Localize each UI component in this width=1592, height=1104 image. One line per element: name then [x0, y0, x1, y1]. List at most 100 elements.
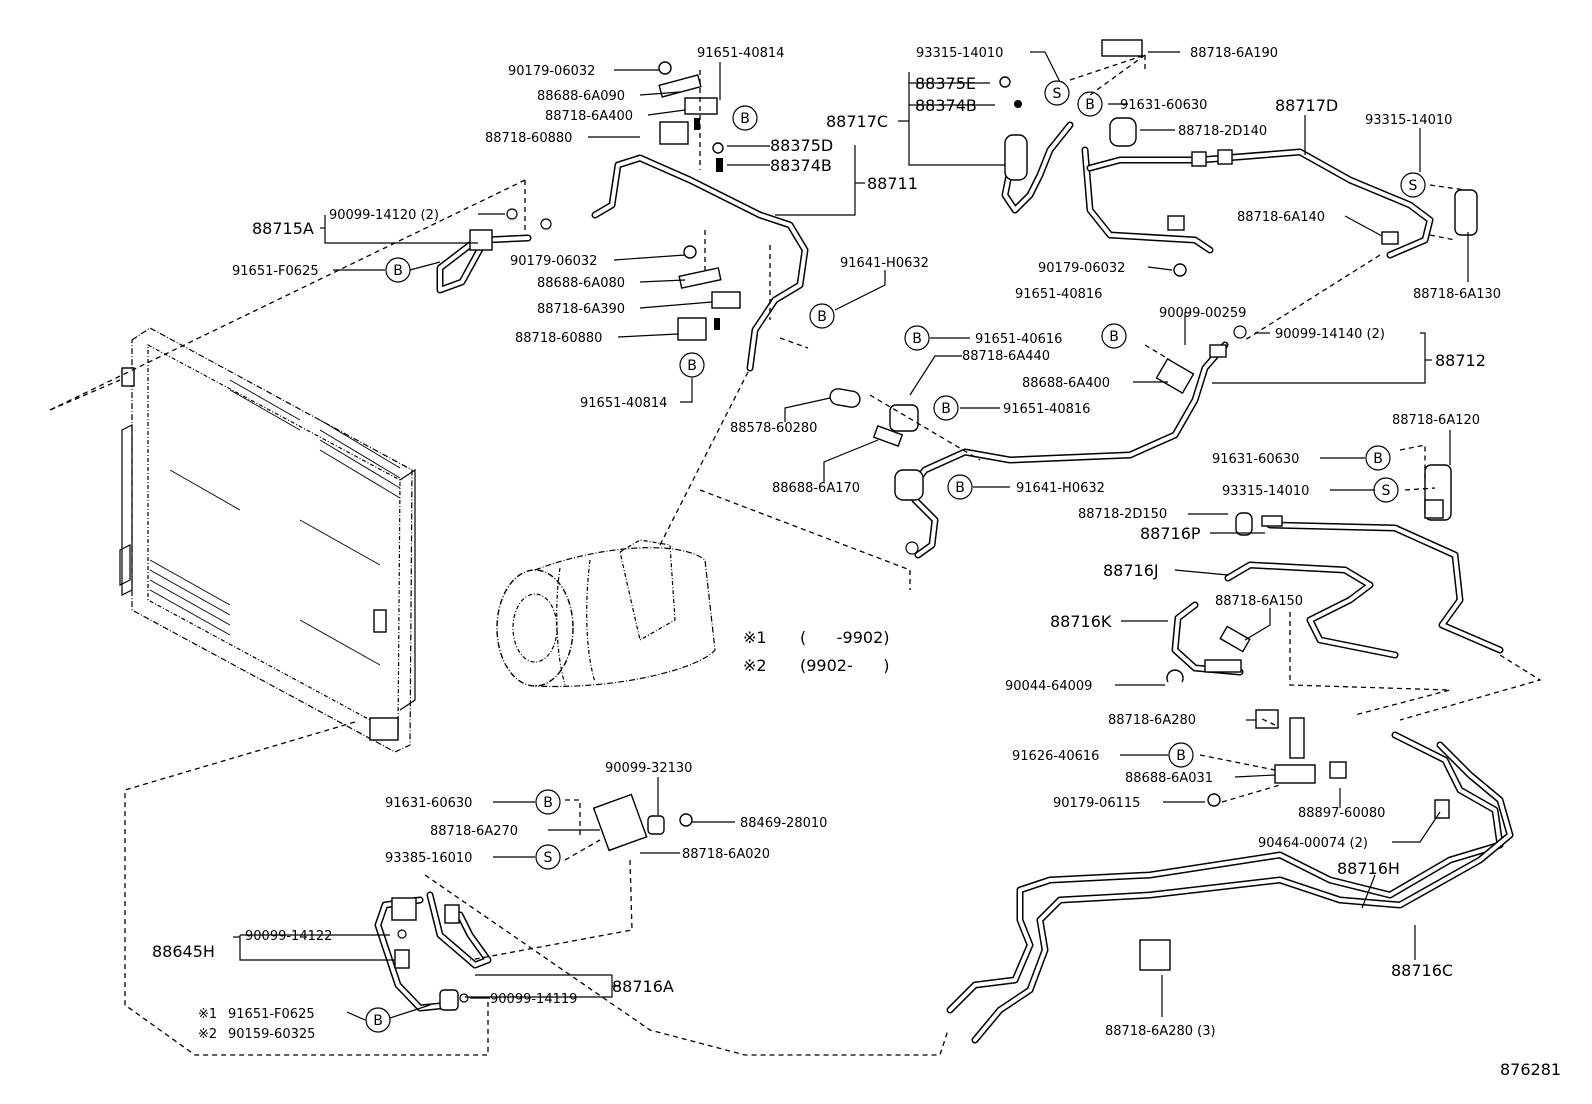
part-label: 88716P — [1140, 524, 1201, 543]
part-label: 88688-6A170 — [772, 481, 860, 496]
stud-mark: S — [1044, 80, 1070, 106]
part-label: 90099-14140 (2) — [1275, 327, 1385, 342]
part-label: 91641-H0632 — [1016, 481, 1105, 496]
svg-text:S: S — [1409, 178, 1418, 194]
part-label: 88718-6A150 — [1215, 594, 1303, 609]
part-label: 88469-28010 — [740, 816, 827, 831]
part-label: 88712 — [1435, 351, 1486, 370]
bolt-mark: B — [1168, 742, 1194, 768]
condenser — [119, 327, 416, 753]
diagram-id: 876281 — [1500, 1060, 1561, 1079]
part-label: 91631-60630 — [1212, 452, 1299, 467]
part-label: 93315-14010 — [1222, 484, 1309, 499]
part-label: 88718-6A440 — [962, 349, 1050, 364]
svg-text:B: B — [687, 358, 697, 374]
svg-text:B: B — [1176, 748, 1186, 764]
part-label: 93315-14010 — [1365, 113, 1452, 128]
circle-marks: B B B B B B B B B B B B B S S S S — [365, 80, 1426, 1033]
svg-text:B: B — [912, 331, 922, 347]
part-label: 88718-6A120 — [1392, 413, 1480, 428]
bolt-mark: B — [732, 105, 758, 131]
bolt-mark: B — [809, 303, 835, 329]
legend-note1-mark: ※1 — [743, 628, 767, 647]
part-label: 90159-60325 — [228, 1027, 315, 1042]
part-label: 88718-6A400 — [545, 109, 633, 124]
part-label: 88716C — [1391, 961, 1453, 980]
part-label: 91651-40816 — [1003, 402, 1090, 417]
part-label: 88716K — [1050, 612, 1112, 631]
svg-text:B: B — [1373, 451, 1383, 467]
bolt-mark: B — [1077, 91, 1103, 117]
bolt-mark: B — [679, 352, 705, 378]
part-label: 90044-64009 — [1005, 679, 1092, 694]
bolt-mark: B — [365, 1007, 391, 1033]
part-label: 88718-6A280 (3) — [1105, 1024, 1216, 1039]
bolt-mark: B — [947, 474, 973, 500]
svg-text:S: S — [1053, 86, 1062, 102]
svg-text:B: B — [1109, 329, 1119, 345]
part-label: 88688-6A031 — [1125, 771, 1213, 786]
part-label: 90099-14119 — [490, 992, 577, 1007]
part-label: 91651-F0625 — [232, 264, 319, 279]
part-label: 88688-6A090 — [537, 89, 625, 104]
part-label: 90099-32130 — [605, 761, 692, 776]
svg-text:B: B — [740, 111, 750, 127]
part-label: 88718-6A140 — [1237, 210, 1325, 225]
stud-mark: S — [535, 844, 561, 870]
part-label: 88718-6A280 — [1108, 713, 1196, 728]
part-label: 93385-16010 — [385, 851, 472, 866]
part-label: 88716A — [612, 977, 674, 996]
part-label: 88688-6A400 — [1022, 376, 1110, 391]
part-label: 88645H — [152, 942, 215, 961]
part-label: 88374B — [915, 96, 977, 115]
part-label: 88718-6A190 — [1190, 46, 1278, 61]
stud-mark: S — [1400, 172, 1426, 198]
part-label: 88718-6A390 — [537, 302, 625, 317]
bolt-mark: B — [385, 257, 411, 283]
note-mark: ※1 — [198, 1007, 217, 1022]
part-label: 91651-F0625 — [228, 1007, 315, 1022]
svg-text:B: B — [543, 795, 553, 811]
legend-note2-mark: ※2 — [743, 656, 767, 675]
compressor — [496, 539, 716, 688]
part-label: 88718-60880 — [485, 131, 572, 146]
part-label: 88375E — [915, 74, 976, 93]
part-label: 88718-2D140 — [1178, 124, 1267, 139]
part-label: 90179-06115 — [1053, 796, 1140, 811]
part-label: 88718-60880 — [515, 331, 602, 346]
legend-note1-range: ( -9902) — [800, 628, 890, 647]
svg-text:S: S — [1382, 483, 1391, 499]
part-label: 90099-14120 (2) — [329, 208, 439, 223]
part-label: 88718-6A020 — [682, 847, 770, 862]
part-label: 88374B — [770, 156, 832, 175]
part-label: 93315-14010 — [916, 46, 1003, 61]
svg-text:B: B — [955, 480, 965, 496]
leader-lines — [233, 51, 1469, 1021]
part-label: 88897-60080 — [1298, 806, 1385, 821]
part-label: 91651-40616 — [975, 332, 1062, 347]
part-label: 88578-60280 — [730, 421, 817, 436]
legend: ※1 ( -9902) ※2 (9902- ) — [743, 628, 890, 675]
part-label: 88717D — [1275, 96, 1338, 115]
part-label: 90464-00074 (2) — [1258, 836, 1368, 851]
part-labels: 90179-06032 91651-40814 88688-6A090 8871… — [152, 46, 1501, 1042]
part-label: 91651-40814 — [580, 396, 667, 411]
stud-mark: S — [1373, 477, 1399, 503]
part-label: 88715A — [252, 219, 314, 238]
part-label: 91651-40816 — [1015, 287, 1102, 302]
part-label: 88716J — [1103, 561, 1159, 580]
part-label: 91631-60630 — [385, 796, 472, 811]
part-label: 88717C — [826, 112, 888, 131]
part-label: 88688-6A080 — [537, 276, 625, 291]
part-label: 90179-06032 — [508, 64, 595, 79]
bolt-mark: B — [1101, 323, 1127, 349]
part-label: 91631-60630 — [1120, 98, 1207, 113]
svg-text:B: B — [373, 1013, 383, 1029]
part-label: 88711 — [867, 174, 918, 193]
svg-text:S: S — [544, 850, 553, 866]
bolt-mark: B — [933, 395, 959, 421]
part-label: 90179-06032 — [510, 254, 597, 269]
small-parts — [391, 39, 1478, 1011]
